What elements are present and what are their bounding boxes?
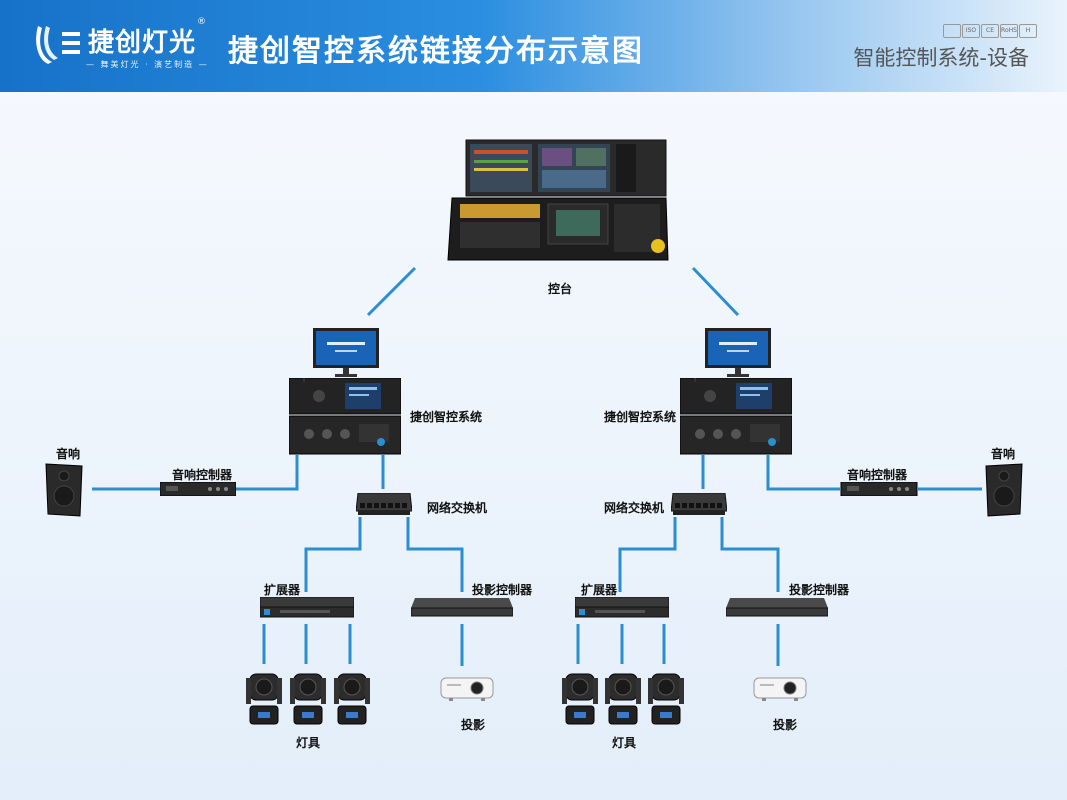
projector-label-left: 投影 — [461, 718, 486, 732]
projector-icon — [440, 677, 494, 701]
control-server-icon — [289, 378, 401, 455]
control-server-icon — [680, 378, 792, 455]
cert-badge: H — [1019, 24, 1037, 38]
speaker-icon — [45, 463, 83, 517]
system-label-left: 捷创智控系统 — [410, 410, 483, 424]
brand-slogan: — 舞美灯光 · 演艺制造 — — [86, 60, 209, 69]
cert-badge: RoHS — [1000, 24, 1018, 38]
projector-controller-label-right: 投影控制器 — [789, 583, 850, 597]
moving-head-light-icon — [648, 673, 684, 725]
network-switch-icon — [671, 493, 727, 515]
audio-controller-label-left: 音响控制器 — [172, 468, 233, 482]
page-subtitle: 智能控制系统-设备 — [853, 46, 1029, 70]
monitor-icon — [705, 328, 771, 377]
audio-label-right: 音响 — [991, 447, 1016, 461]
cert-badge: CE — [981, 24, 999, 38]
audio-label-left: 音响 — [56, 447, 81, 461]
projector-controller-label-left: 投影控制器 — [472, 583, 533, 597]
lighting-console-icon — [447, 139, 669, 261]
console-label: 控台 — [548, 282, 573, 296]
brand-registered-mark: ® — [197, 17, 206, 27]
projector-icon — [753, 677, 807, 701]
logo-icon — [36, 26, 80, 64]
audio-controller-icon — [840, 482, 918, 496]
audio-controller-label-right: 音响控制器 — [847, 468, 908, 482]
lights-label-left: 灯具 — [296, 736, 321, 750]
expander-label-left: 扩展器 — [264, 583, 301, 597]
network-switch-icon — [356, 493, 412, 515]
moving-head-light-icon — [246, 673, 282, 725]
lights-label-right: 灯具 — [612, 736, 637, 750]
switch-label-left: 网络交换机 — [427, 501, 488, 515]
cert-badge: ISO — [962, 24, 980, 38]
audio-controller-icon — [160, 482, 236, 496]
moving-head-light-icon — [334, 673, 370, 725]
header-banner: 捷创灯光 ® — 舞美灯光 · 演艺制造 — 捷创智控系统链接分布示意图 ISO… — [0, 0, 1067, 92]
moving-head-light-icon — [290, 673, 326, 725]
page-title: 捷创智控系统链接分布示意图 — [228, 34, 644, 69]
expander-label-right: 扩展器 — [581, 583, 618, 597]
expander-icon — [260, 597, 354, 618]
expander-icon — [575, 597, 669, 618]
speaker-icon — [985, 463, 1023, 517]
system-label-right: 捷创智控系统 — [604, 410, 677, 424]
moving-head-light-icon — [605, 673, 641, 725]
brand-name: 捷创灯光 — [88, 28, 197, 58]
monitor-icon — [313, 328, 379, 377]
projector-controller-icon — [726, 598, 828, 617]
moving-head-light-icon — [562, 673, 598, 725]
projector-controller-icon — [411, 598, 513, 617]
switch-label-right: 网络交换机 — [604, 501, 665, 515]
cert-badge — [943, 24, 961, 38]
projector-label-right: 投影 — [773, 718, 798, 732]
